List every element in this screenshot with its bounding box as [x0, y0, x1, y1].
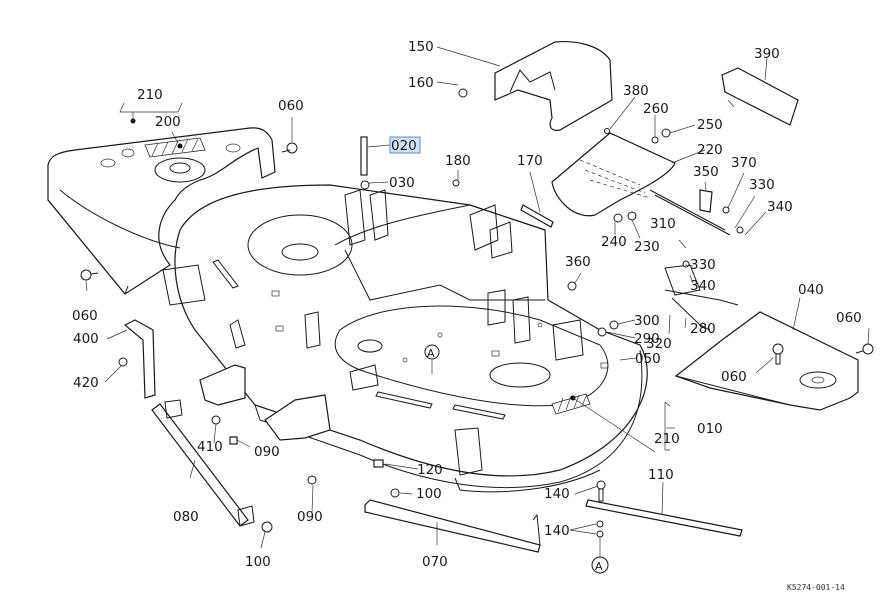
part-label-030[interactable]: 030 — [389, 175, 415, 191]
part-label-100a[interactable]: 100 — [245, 554, 271, 570]
part-label-040[interactable]: 040 — [798, 282, 824, 298]
part-label-070[interactable]: 070 — [422, 554, 448, 570]
part-label-170[interactable]: 170 — [517, 153, 543, 169]
fasteners: A — [80, 88, 874, 574]
part-label-140[interactable]: 140 — [544, 523, 570, 539]
part-label-280[interactable]: 280 — [690, 321, 716, 337]
deflector-plate — [551, 132, 676, 217]
part-label-340b[interactable]: 340 — [690, 278, 716, 294]
part-label-060b[interactable]: 060 — [72, 308, 98, 324]
part-020-highlight — [389, 136, 421, 154]
part-label-350[interactable]: 350 — [693, 164, 719, 180]
part-label-320[interactable]: 320 — [646, 336, 672, 352]
part-label-360[interactable]: 360 — [565, 254, 591, 270]
linkage-rods — [520, 189, 739, 331]
part-label-420[interactable]: 420 — [73, 375, 99, 391]
part-label-060d[interactable]: 060 — [721, 369, 747, 385]
part-label-410[interactable]: 410 — [197, 439, 223, 455]
part-label-220[interactable]: 200 — [155, 114, 181, 130]
part-label-130[interactable]: 140 — [544, 486, 570, 502]
part-label-230[interactable]: 220 — [697, 142, 723, 158]
part-label-200[interactable]: 210 — [654, 431, 680, 447]
part-label-090b[interactable]: 090 — [297, 509, 323, 525]
part-label-330a[interactable]: 330 — [749, 177, 775, 193]
discharge-chute — [494, 40, 613, 131]
part-label-400[interactable]: 400 — [73, 331, 99, 347]
part-label-210[interactable]: 210 — [137, 87, 163, 103]
leader-lines — [85, 46, 870, 549]
part-label-380[interactable]: 390 — [754, 46, 780, 62]
part-label-120[interactable]: 120 — [417, 462, 443, 478]
part-label-080[interactable]: 080 — [173, 509, 199, 525]
right-shield — [674, 311, 859, 411]
part-label-060c[interactable]: 060 — [836, 310, 862, 326]
part-label-240[interactable]: 230 — [634, 239, 660, 255]
part-label-180[interactable]: 180 — [445, 153, 471, 169]
part-label-260[interactable]: 250 — [697, 117, 723, 133]
bars — [123, 319, 743, 553]
part-label-330b[interactable]: 330 — [690, 257, 716, 273]
guard-plate — [721, 67, 799, 126]
part-label-340a[interactable]: 340 — [767, 199, 793, 215]
part-label-010[interactable]: 010 — [697, 421, 723, 437]
part-label-020[interactable]: 020 — [391, 138, 417, 154]
part-label-270[interactable]: 260 — [643, 101, 669, 117]
part-label-110[interactable]: 110 — [648, 467, 674, 483]
part-label-300[interactable]: 300 — [634, 313, 660, 329]
part-label-060[interactable]: 060 — [278, 98, 304, 114]
left-shield — [47, 118, 276, 295]
reference-marker-a-bottom: A — [595, 560, 603, 573]
svg-text:A: A — [427, 347, 435, 360]
part-label-160[interactable]: 160 — [408, 75, 434, 91]
deck-housing: A — [162, 184, 648, 493]
part-label-050[interactable]: 050 — [635, 351, 661, 367]
part-label-370[interactable]: 370 — [731, 155, 757, 171]
part-label-290[interactable]: 290 — [634, 331, 660, 347]
part-label-390[interactable]: 380 — [623, 83, 649, 99]
part-label-150[interactable]: 150 — [408, 39, 434, 55]
part-labels: 210 200 060 020 030 150 160 180 170 380 … — [72, 39, 862, 592]
part-label-310[interactable]: 310 — [650, 216, 676, 232]
part-label-100b[interactable]: 100 — [416, 486, 442, 502]
part-label-250[interactable]: 240 — [601, 234, 627, 250]
figure-code: K5274-001-14 — [787, 583, 845, 592]
part-label-090a[interactable]: 090 — [254, 444, 280, 460]
